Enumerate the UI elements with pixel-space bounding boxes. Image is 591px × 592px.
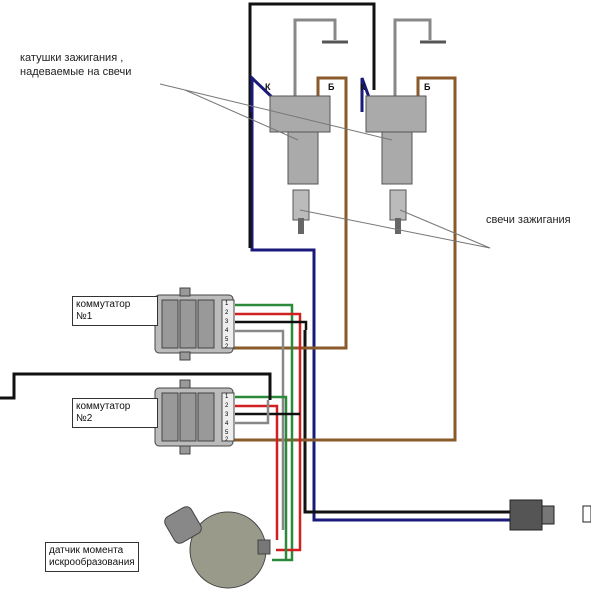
commutator2-label-line2: №2 (76, 413, 93, 424)
ignition-coil-1 (269, 95, 331, 234)
commutator1-wires (235, 303, 308, 562)
comm2-pin-6: 2 (225, 437, 229, 443)
brown-wires (230, 76, 457, 442)
comm2-pin-1: 1 (225, 394, 229, 400)
coil2-pin-b: Б (424, 82, 431, 92)
coils-label-line1: катушки зажигания , (20, 52, 124, 64)
ignition-coil-2 (365, 95, 427, 234)
comm1-pin-1: 1 (225, 301, 229, 307)
ground-bus (0, 372, 272, 400)
ignition-sensor (164, 506, 271, 589)
spark-plugs-label: свечи зажигания (486, 214, 571, 226)
commutator2-label: коммутатор №2 (72, 398, 158, 428)
commutator1-label-line1: коммутатор (76, 299, 131, 310)
coils-label-line2: надеваемые на свечи (20, 66, 132, 78)
commutator-2 (154, 379, 235, 455)
tachometer-connector (509, 499, 591, 531)
comm2-pin-4: 4 (225, 421, 229, 427)
coil1-pin-b: Б (328, 82, 335, 92)
comm1-pin-4: 4 (225, 328, 229, 334)
comm1-pin-2: 2 (225, 310, 229, 316)
commutator2-wires (235, 395, 300, 560)
sensor-label: датчик момента искрообразования (45, 542, 139, 572)
coil-ground-wires (293, 18, 432, 96)
leader-lines (159, 83, 491, 249)
black-wire-top (248, 2, 376, 112)
comm1-pin-3: 3 (225, 319, 229, 325)
sensor-label-line2: искрообразования (49, 557, 135, 568)
blue-wire (250, 74, 510, 522)
comm1-pin-5: 5 (225, 337, 229, 343)
sensor-label-line1: датчик момента (49, 545, 124, 556)
comm2-pin-3: 3 (225, 412, 229, 418)
comm1-pin-6: 2 (225, 344, 229, 350)
comm2-pin-5: 5 (225, 430, 229, 436)
commutator1-label-line2: №1 (76, 311, 93, 322)
coil1-pin-k: К (265, 82, 271, 92)
commutator2-label-line1: коммутатор (76, 401, 131, 412)
commutator1-label: коммутатор №1 (72, 296, 158, 326)
comm2-pin-2: 2 (225, 403, 229, 409)
commutator-1 (154, 287, 235, 361)
black-wire-left (248, 112, 510, 514)
coil2-pin-k: К (360, 82, 366, 92)
